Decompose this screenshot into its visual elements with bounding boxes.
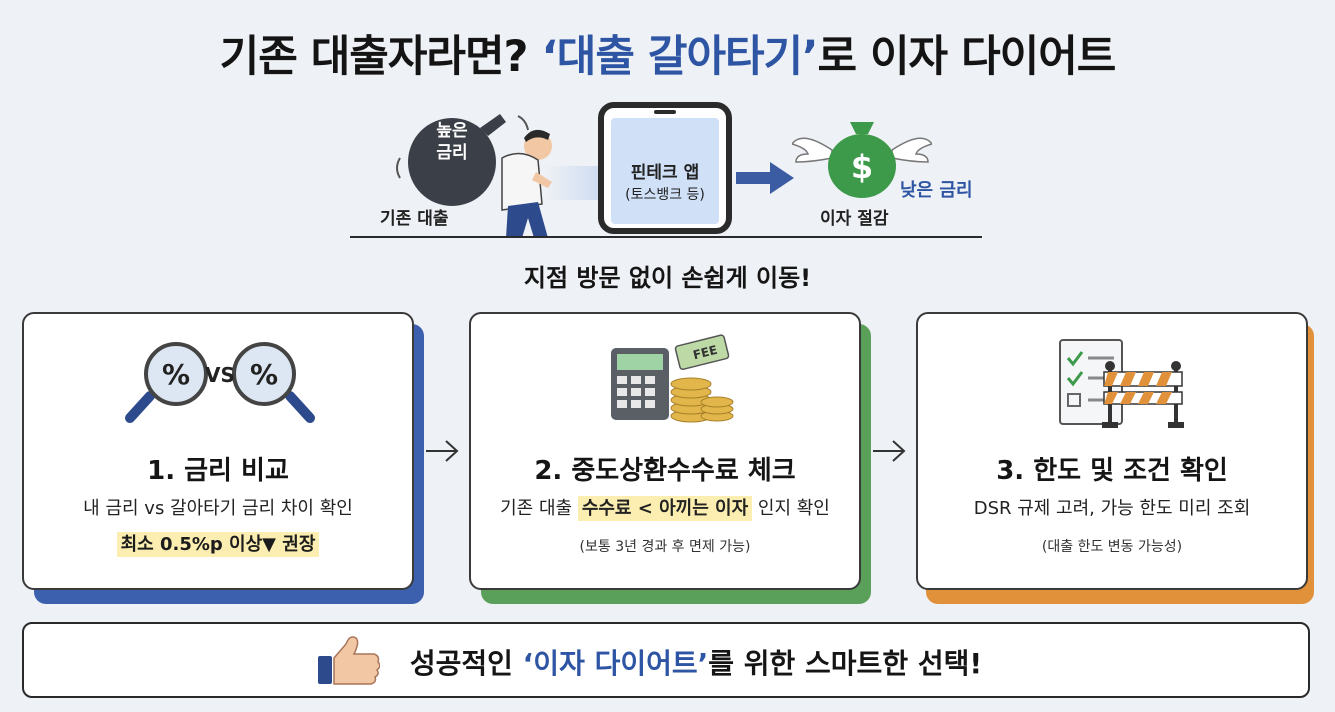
step-card-2: FEE 2. 중도상환수수료 체크 기존 대출 수수료 < 아끼는 이자 인지 …: [469, 312, 871, 604]
sack-label-line1: 높은: [436, 121, 468, 141]
title-prefix: 기존 대출자라면?: [219, 32, 542, 82]
step-1-description: 내 금리 vs 갈아타기 금리 차이 확인: [83, 498, 353, 519]
card-3-body: 3. 한도 및 조건 확인 DSR 규제 고려, 가능 한도 미리 조회 (대출…: [916, 312, 1308, 590]
step-3-note: (대출 한도 변동 가능성): [1041, 539, 1183, 555]
step-2-note: (보통 3년 경과 후 면제 가능): [579, 539, 751, 555]
low-rate-label: 낮은 금리: [900, 180, 973, 201]
motion-trail: [546, 166, 606, 200]
person-with-sack-icon: [396, 114, 552, 238]
existing-loan-label: 기존 대출: [380, 209, 449, 229]
step-2-description: 기존 대출 수수료 < 아끼는 이자 인지 확인: [471, 494, 859, 521]
chevron-right-icon: [426, 440, 459, 462]
winged-money-bag-icon: $: [792, 122, 932, 198]
checklist-barrier-icon: [1059, 339, 1184, 428]
phone-icon: [598, 102, 732, 234]
magnifier-compare-icon: % VS %: [125, 342, 315, 423]
card-1-body: % VS % 1. 금리 비교 내 금리 vs 갈아타기 금리 차이 확인 최소…: [22, 312, 414, 590]
title-suffix: 로 이자 다이어트: [817, 32, 1116, 82]
vs-label: VS: [205, 363, 235, 387]
step-1-highlight: 최소 0.5%p 이상▼ 권장: [116, 532, 320, 557]
subheading: 지점 방문 없이 손쉽게 이동!: [523, 264, 812, 292]
savings-label: 이자 절감: [820, 209, 889, 229]
thumbs-up-icon: [318, 636, 380, 685]
dollar-sign: $: [851, 148, 873, 186]
percent-left: %: [162, 358, 190, 391]
title-accent: ‘대출 갈아타기’: [541, 32, 818, 82]
step-3-title: 3. 한도 및 조건 확인: [996, 456, 1228, 486]
step-1-highlight-wrap: 최소 0.5%p 이상▼ 권장: [24, 530, 412, 557]
step-3-description: DSR 규제 고려, 가능 한도 미리 조회: [973, 498, 1251, 519]
step-2-desc-highlight: 수수료 < 아끼는 이자: [577, 496, 753, 521]
sack-label-line2: 금리: [436, 143, 468, 163]
sack-label: 높은 금리: [430, 120, 474, 164]
banner-prefix: 성공적인: [409, 647, 523, 680]
bottom-banner: 성공적인 ‘이자 다이어트’를 위한 스마트한 선택!: [22, 622, 1310, 698]
arrow-right-icon: [736, 162, 794, 194]
step-card-1: % VS % 1. 금리 비교 내 금리 vs 갈아타기 금리 차이 확인 최소…: [22, 312, 424, 604]
banner-accent: ‘이자 다이어트’: [522, 647, 709, 680]
app-name: 핀테크 앱: [630, 163, 700, 183]
chevron-right-icon: [873, 440, 906, 462]
page-title: 기존 대출자라면? ‘대출 갈아타기’로 이자 다이어트: [0, 22, 1335, 84]
step-card-3: 3. 한도 및 조건 확인 DSR 규제 고려, 가능 한도 미리 조회 (대출…: [916, 312, 1314, 604]
fee-tag: FEE: [692, 343, 719, 363]
banner-text: 성공적인 ‘이자 다이어트’를 위한 스마트한 선택!: [24, 642, 1308, 682]
hero-divider: [350, 236, 982, 238]
percent-right: %: [250, 358, 278, 391]
step-1-title: 1. 금리 비교: [147, 456, 289, 486]
app-example: (토스뱅크 등): [625, 187, 705, 203]
step-2-desc-suffix: 인지 확인: [752, 498, 830, 519]
calculator-coins-icon: FEE: [611, 334, 734, 423]
step-2-title: 2. 중도상환수수료 체크: [534, 456, 796, 486]
step-2-desc-prefix: 기존 대출: [500, 498, 578, 519]
banner-suffix: 를 위한 스마트한 선택!: [708, 647, 983, 680]
card-2-body: FEE 2. 중도상환수수료 체크 기존 대출 수수료 < 아끼는 이자 인지 …: [469, 312, 861, 590]
hero-illustration: 높은 금리 기존 대출 핀테크 앱 (토스뱅크 등) $ 낮은 금리 이자 절감: [350, 98, 982, 240]
